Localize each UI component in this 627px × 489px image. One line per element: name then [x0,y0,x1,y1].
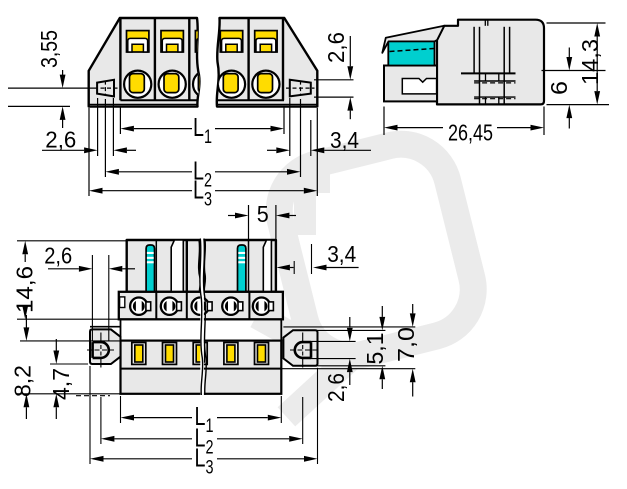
svg-text:5: 5 [257,201,269,227]
svg-text:14,6: 14,6 [12,266,38,313]
svg-text:26,45: 26,45 [448,120,493,146]
svg-text:3,4: 3,4 [330,127,359,153]
svg-text:2,6: 2,6 [323,32,349,63]
svg-text:14,3: 14,3 [577,39,603,85]
svg-text:5,1: 5,1 [362,333,388,365]
svg-text:7,0: 7,0 [393,327,419,362]
svg-text:8,2: 8,2 [10,365,36,397]
svg-text:6: 6 [546,81,572,95]
svg-text:2,6: 2,6 [323,373,349,402]
svg-text:4,7: 4,7 [48,368,74,400]
svg-text:2,6: 2,6 [44,243,72,269]
svg-text:3,55: 3,55 [36,30,62,68]
svg-text:3,4: 3,4 [327,241,356,267]
svg-text:2,6: 2,6 [45,127,76,153]
